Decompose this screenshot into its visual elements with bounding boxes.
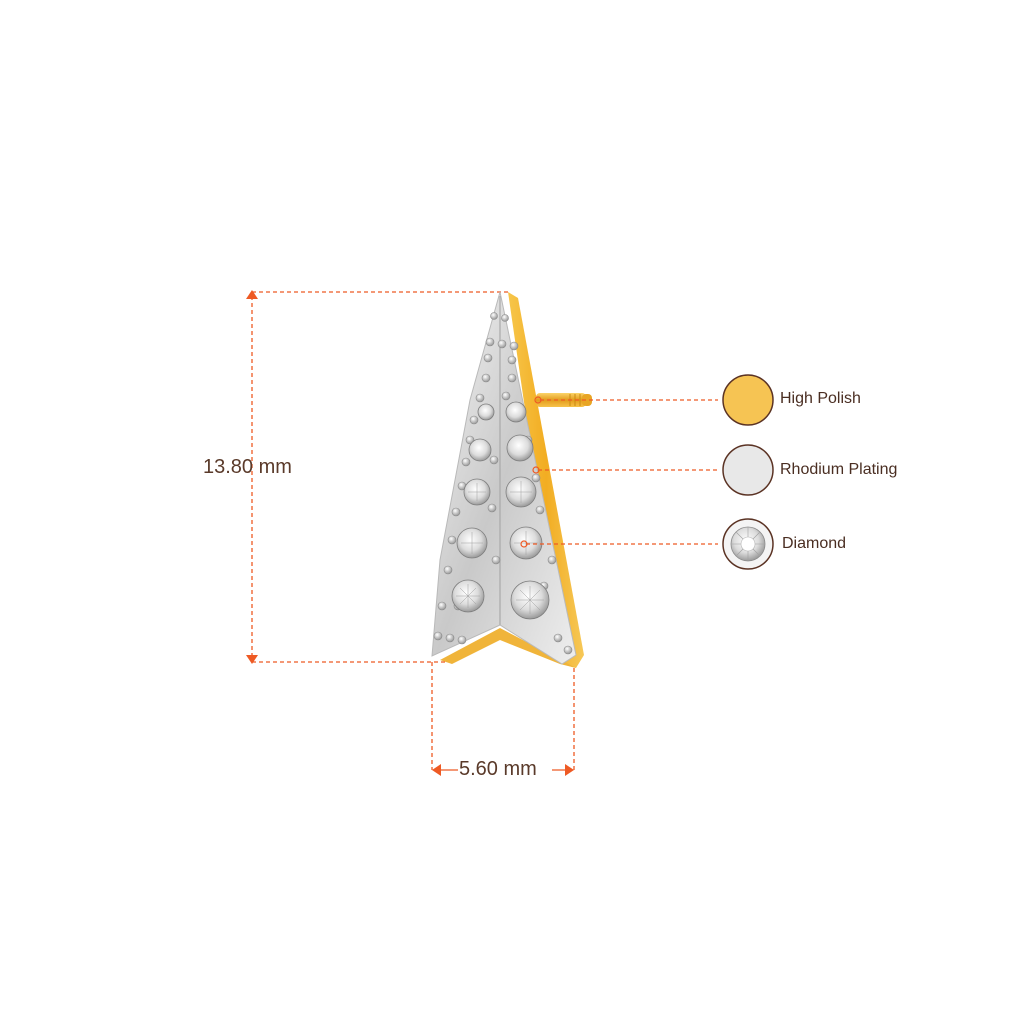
leader-high-polish-dot bbox=[534, 396, 542, 404]
height-top-arrow-icon bbox=[246, 290, 258, 299]
high-polish-swatch-icon bbox=[722, 374, 774, 426]
height-bottom-arrow-icon bbox=[246, 655, 258, 664]
earring-gold-edge bbox=[508, 292, 584, 668]
height-dimension-label: 13.80 mm bbox=[203, 456, 292, 478]
earring-illustration bbox=[431, 291, 592, 668]
diamond-swatch-icon bbox=[722, 518, 774, 570]
legend-label-rhodium-plating: Rhodium Plating bbox=[780, 461, 898, 478]
height-dimension bbox=[251, 291, 508, 663]
leader-diamond-dot bbox=[520, 540, 528, 548]
leader-rhodium-plating-dot bbox=[532, 466, 540, 474]
width-right-arrow-icon bbox=[565, 764, 574, 776]
rhodium-plating-swatch-icon bbox=[722, 444, 774, 496]
width-dimension-label: 5.60 mm bbox=[459, 758, 537, 780]
legend-leader-lines bbox=[526, 399, 718, 545]
earring-diamond-facets bbox=[456, 481, 544, 614]
width-dimension bbox=[431, 662, 575, 771]
earring-post-tip bbox=[582, 394, 592, 406]
width-left-arrow-icon bbox=[432, 764, 441, 776]
legend-label-high-polish: High Polish bbox=[780, 390, 861, 407]
legend-label-diamond: Diamond bbox=[782, 535, 847, 552]
